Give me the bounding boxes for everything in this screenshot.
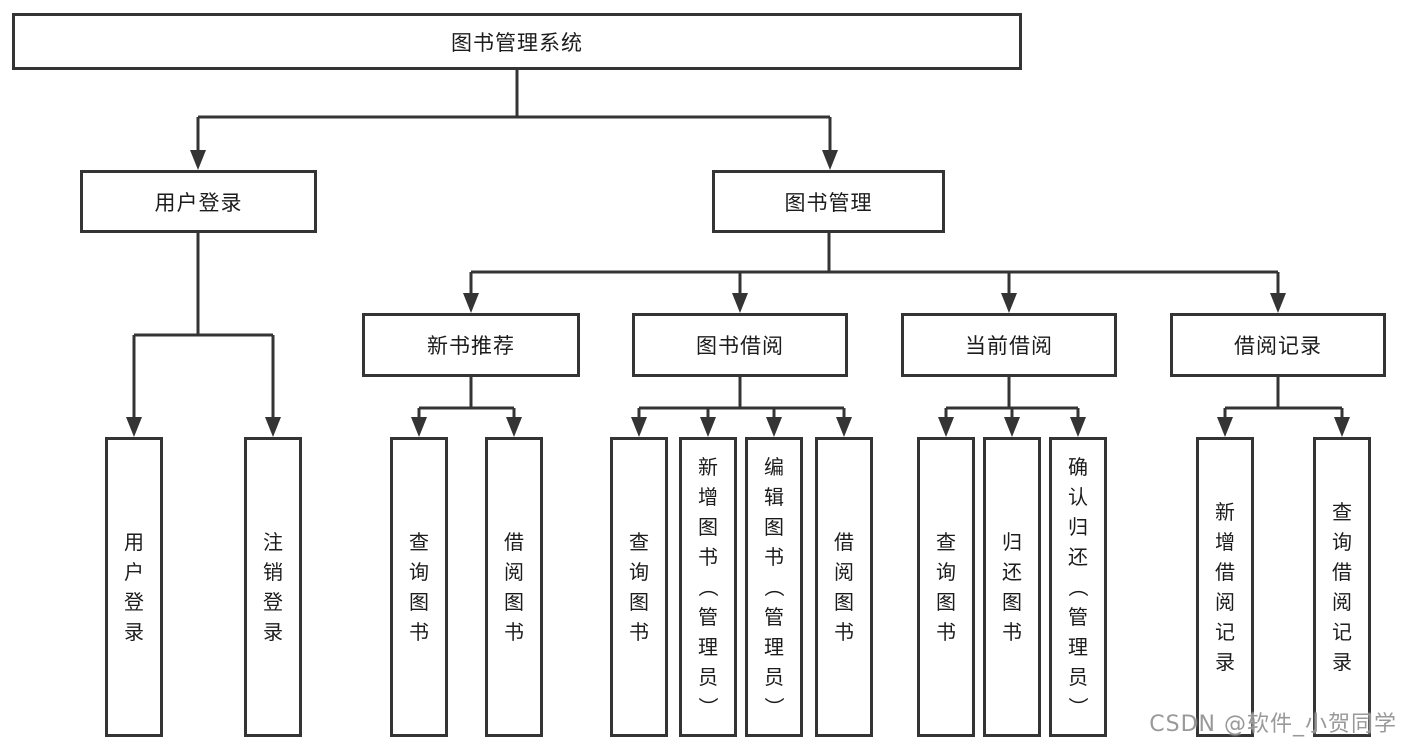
- node-user-login: 用户登录: [80, 170, 317, 233]
- leaf-borrowing-add-books-admin: 新增图书（管理员）: [679, 437, 737, 737]
- leaf-records-query-record-label: 查询借阅记录: [1332, 500, 1352, 674]
- node-new-book-recommendation-label: 新书推荐: [427, 334, 515, 358]
- node-new-book-recommendation: 新书推荐: [362, 313, 580, 377]
- connector-paths: [132, 70, 1344, 422]
- leaf-borrowing-query-books: 查询图书: [610, 437, 668, 737]
- leaf-current-confirm-return-admin: 确认归还（管理员）: [1049, 437, 1107, 737]
- node-book-management: 图书管理: [712, 170, 945, 233]
- leaf-current-query-books: 查询图书: [917, 437, 975, 737]
- node-user-login-label: 用户登录: [154, 190, 243, 215]
- leaf-borrowing-borrow-books: 借阅图书: [815, 437, 873, 737]
- leaf-recommend-query-books-label: 查询图书: [409, 530, 429, 644]
- leaf-borrowing-edit-books-admin: 编辑图书（管理员）: [745, 437, 803, 737]
- leaf-user-login-label: 用户登录: [124, 530, 144, 644]
- arrowheads: [126, 150, 1350, 437]
- node-book-borrowing-label: 图书借阅: [696, 334, 784, 358]
- leaf-records-query-record: 查询借阅记录: [1313, 437, 1371, 737]
- node-current-borrowing: 当前借阅: [901, 313, 1117, 377]
- node-borrowing-records-label: 借阅记录: [1234, 334, 1322, 358]
- leaf-borrowing-query-books-label: 查询图书: [629, 530, 649, 644]
- leaf-records-add-record: 新增借阅记录: [1196, 437, 1254, 737]
- leaf-current-query-books-label: 查询图书: [936, 530, 956, 644]
- leaf-current-return-books-label: 归还图书: [1002, 530, 1022, 644]
- leaf-current-confirm-return-admin-label: 确认归还（管理员）: [1066, 455, 1090, 717]
- leaf-recommend-borrow-books-label: 借阅图书: [504, 530, 524, 644]
- leaf-borrowing-add-books-admin-label: 新增图书（管理员）: [696, 455, 720, 717]
- leaf-borrowing-edit-books-admin-label: 编辑图书（管理员）: [762, 455, 786, 717]
- leaf-records-add-record-label: 新增借阅记录: [1215, 500, 1235, 674]
- node-book-management-label: 图书管理: [784, 190, 873, 215]
- leaf-user-login: 用户登录: [105, 437, 163, 737]
- leaf-recommend-query-books: 查询图书: [390, 437, 448, 737]
- leaf-current-return-books: 归还图书: [983, 437, 1041, 737]
- leaf-logout-label: 注销登录: [263, 530, 283, 644]
- node-borrowing-records: 借阅记录: [1170, 313, 1386, 377]
- node-current-borrowing-label: 当前借阅: [965, 334, 1053, 358]
- node-book-borrowing: 图书借阅: [632, 313, 848, 377]
- node-root: 图书管理系统: [12, 13, 1022, 70]
- leaf-logout: 注销登录: [244, 437, 302, 737]
- leaf-recommend-borrow-books: 借阅图书: [485, 437, 543, 737]
- leaf-borrowing-borrow-books-label: 借阅图书: [834, 530, 854, 644]
- node-root-label: 图书管理系统: [451, 30, 583, 55]
